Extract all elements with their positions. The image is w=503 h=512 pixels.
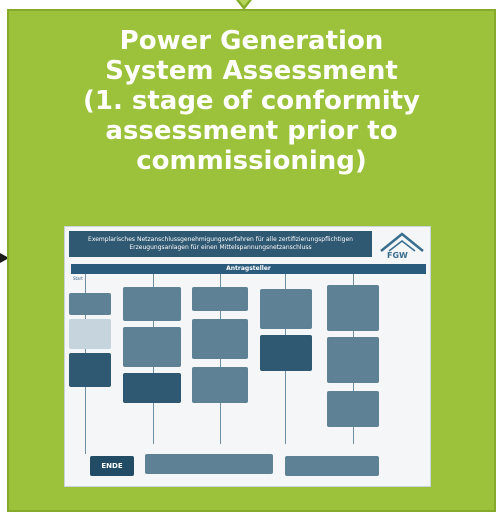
flow-box — [327, 285, 379, 331]
flow-box — [260, 335, 312, 371]
flow-box — [192, 287, 248, 311]
flow-box — [123, 327, 181, 367]
step-title-line: Power Generation — [119, 26, 384, 56]
lane-bar-antragsteller: Antragsteller — [71, 264, 426, 274]
step-title: Power Generation System Assessment (1. s… — [20, 26, 483, 176]
flow-box-bottom — [285, 456, 379, 476]
flow-box — [327, 337, 379, 383]
end-box: ENDE — [90, 456, 134, 476]
flowchart-thumbnail: Exemplarisches Netzanschlussgenehmigungs… — [64, 226, 431, 487]
step-title-line: (1. stage of conformity — [82, 86, 421, 116]
flow-box — [327, 391, 379, 427]
flow-box — [123, 373, 181, 403]
step-title-line: assessment prior to — [105, 116, 398, 146]
flow-box — [123, 287, 181, 321]
flow-box-bottom — [145, 454, 273, 474]
fgw-logo-text: FGW — [387, 251, 408, 260]
flow-box — [69, 353, 111, 387]
step-title-line: System Assessment — [105, 56, 398, 86]
flow-box — [260, 289, 312, 329]
flow-box — [69, 319, 111, 349]
flowchart-header: Exemplarisches Netzanschlussgenehmigungs… — [69, 231, 372, 257]
incoming-arrow-top-highlight — [239, 0, 249, 6]
step-title-line: commissioning) — [136, 146, 367, 176]
flow-connector — [220, 274, 221, 444]
flow-box — [192, 319, 248, 359]
flow-box — [192, 367, 248, 403]
flow-box — [69, 293, 111, 315]
incoming-arrow-left — [0, 253, 9, 263]
fgw-logo-icon — [380, 232, 424, 252]
start-label: Start — [73, 276, 83, 281]
